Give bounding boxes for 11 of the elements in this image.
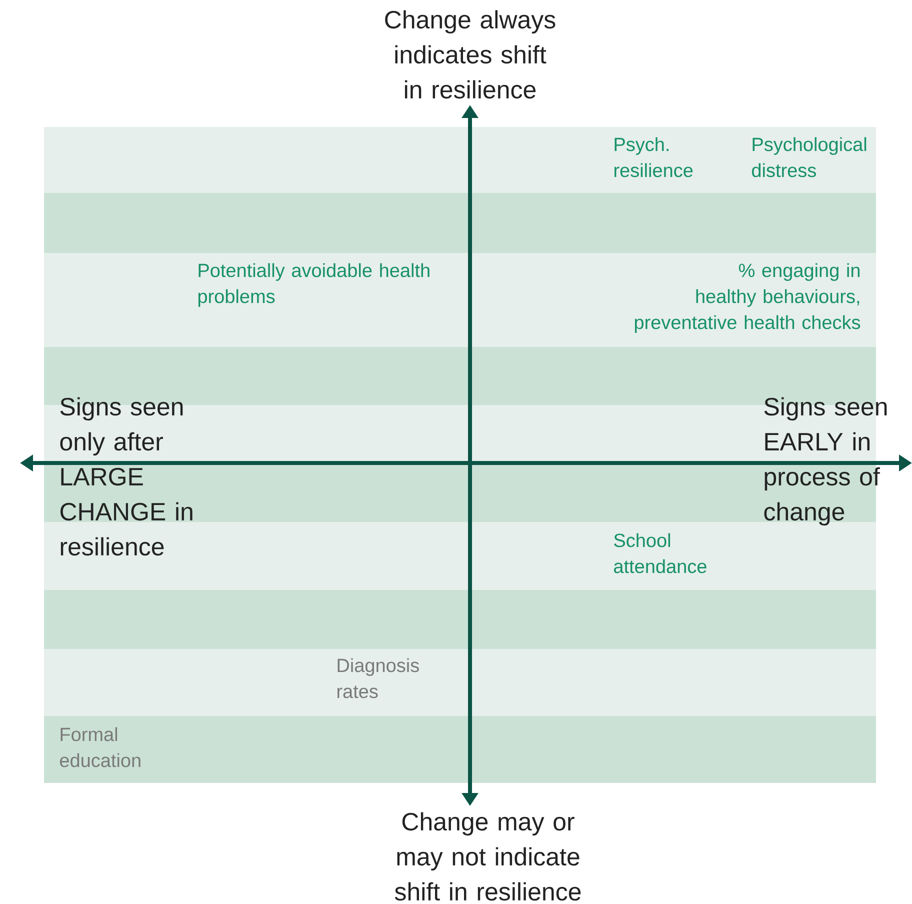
item-label: School attendance: [614, 533, 706, 574]
axis-label: Change may or may not indicate shift in resilience: [394, 812, 581, 901]
item-label: Potentially avoidable health problems: [198, 263, 430, 307]
item-label: % engaging in healthy behaviours, preventative health checks: [634, 263, 860, 333]
item-label: Formal education: [60, 727, 140, 768]
axis-label: Change always indicates shift in resilience: [385, 10, 556, 99]
item-label: Psych. resilience: [614, 137, 693, 178]
item-label: Psychological distress: [752, 137, 866, 178]
axis-label: Signs seen EARLY in process of change: [764, 397, 887, 526]
axis-label: Signs seen only after LARGE CHANGE in resilience: [60, 397, 192, 556]
item-label: Diagnosis rates: [337, 658, 419, 698]
